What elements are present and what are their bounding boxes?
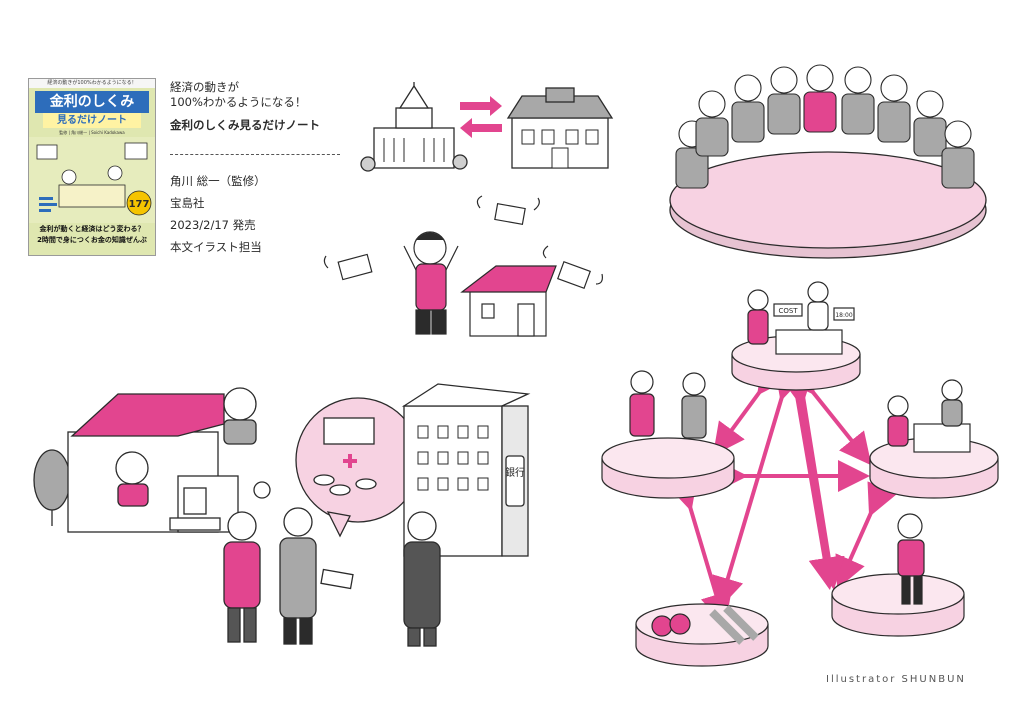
supervisor: 角川 総一（監修） (170, 174, 266, 188)
central-bank-icon (506, 87, 614, 169)
house-icon (67, 387, 271, 533)
cover-subtitle: 見るだけノート (43, 113, 141, 128)
board-member-icon (803, 64, 837, 133)
board-member-icon (877, 74, 911, 143)
cover-author: 監修 | 角川総一 | Soichi Kadokawa (59, 130, 125, 135)
flying-money-icon (323, 195, 603, 290)
platform-farmer (831, 513, 965, 637)
illustrator-credit: Illustrator SHUNBUN (826, 674, 966, 685)
board-members (675, 64, 975, 189)
tree-icon (33, 449, 71, 526)
counter-sign: 18:00 (835, 312, 852, 319)
catch-line-2: 100%わかるようになる！ (170, 95, 307, 109)
woman-icon (223, 511, 261, 643)
board-member-icon (695, 90, 729, 157)
diet-building-icon (360, 82, 468, 172)
board-member-icon (731, 74, 765, 143)
catch-line-1: 経済の動きが (170, 80, 239, 94)
board-member-icon (913, 90, 947, 157)
cover-artwork: 177 (29, 137, 155, 223)
speech-bubble-icon (295, 397, 421, 538)
cover-top-line: 経済の動きが100%わかるようになる！ (29, 79, 155, 88)
board-member-icon (767, 66, 801, 135)
government-bank-illustration (360, 82, 614, 172)
bank-clerk-icon (403, 511, 441, 647)
cover-badge: 177 (129, 199, 150, 210)
family-people (223, 507, 441, 647)
book-title: 金利のしくみ見るだけノート (170, 118, 320, 132)
release-date: 2023/2/17 発売 (170, 218, 256, 232)
board-member-icon (841, 66, 875, 135)
platform-shop: COST 18:00 (731, 281, 861, 391)
cover-tagline-1: 金利が動くと経済はどう変わる？ (39, 225, 145, 233)
publisher: 宝島社 (170, 196, 205, 210)
divider (170, 154, 340, 155)
platforms: COST 18:00 (601, 281, 999, 667)
book-meta: 角川 総一（監修） 宝島社 2023/2/17 発売 本文イラスト担当 (170, 170, 266, 258)
bank-sign: 銀行 (505, 466, 525, 479)
money-bundle-icon (320, 568, 354, 590)
exchange-arrows-icon (460, 96, 502, 138)
worried-man-illustration (323, 195, 603, 337)
platform-office (869, 379, 999, 499)
house-icon (460, 265, 557, 337)
ticket-label: COST (778, 307, 798, 315)
cover-tagline-2: 2時間で身につくお金の知識ぜんぶ (37, 236, 147, 244)
bank-building-icon: 銀行 (401, 383, 531, 557)
book-cover: 経済の動きが100%わかるようになる！ 金利のしくみ 見るだけノート 監修 | … (28, 78, 156, 256)
worried-man-icon (403, 231, 459, 335)
cover-title: 金利のしくみ (35, 91, 149, 113)
role: 本文イラスト担当 (170, 240, 262, 254)
book-info: 経済の動きが 100%わかるようになる！ 金利のしくみ見るだけノート (170, 80, 360, 133)
board-member-icon (941, 120, 975, 189)
platform-handshake (601, 370, 735, 499)
family-bank-illustration: 銀行 (33, 383, 531, 647)
man-icon (279, 507, 317, 645)
flow-arrows (666, 360, 897, 626)
platform-produce (635, 603, 769, 667)
policy-board-meeting-illustration (669, 64, 987, 259)
economic-cycle-illustration: COST 18:00 (601, 281, 999, 667)
